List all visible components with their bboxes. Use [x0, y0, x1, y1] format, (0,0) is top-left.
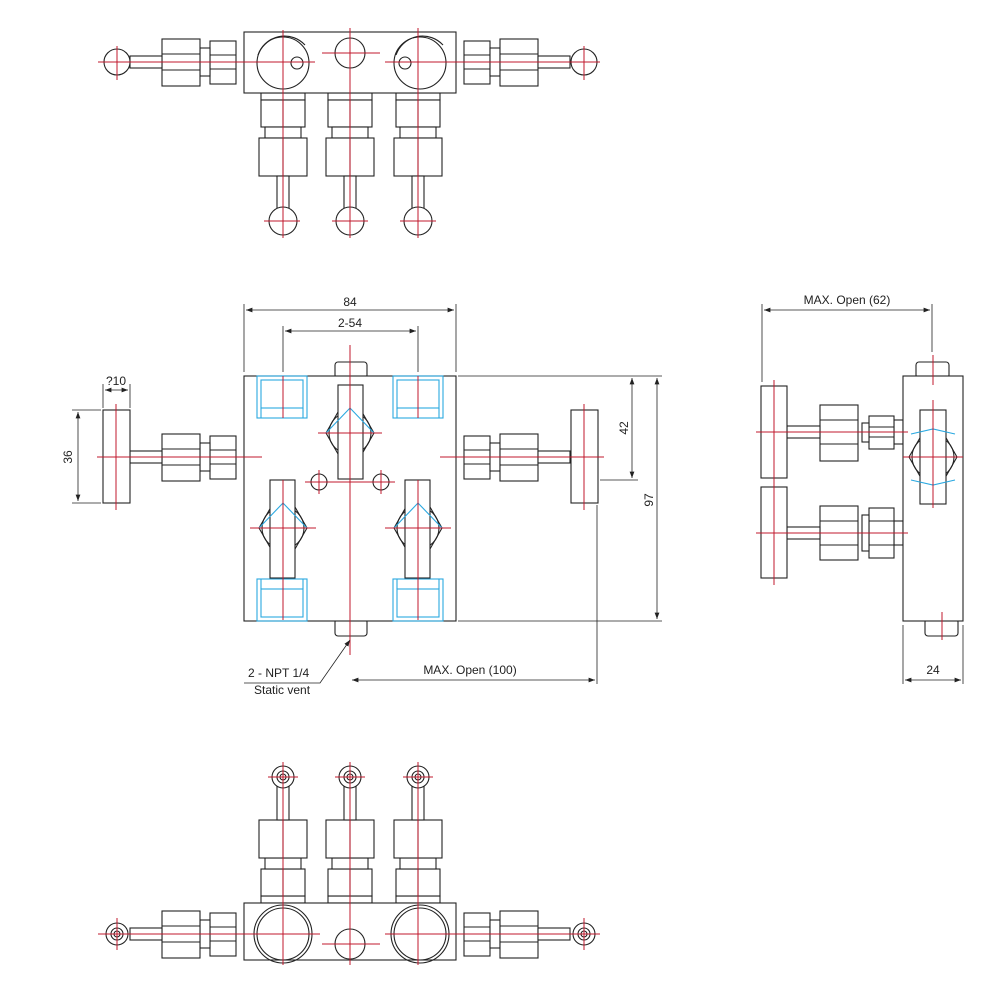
dim-port-spacing: 2-54 — [338, 316, 362, 330]
dim-body-depth: 24 — [926, 663, 940, 677]
dim-handle-height: 36 — [61, 450, 75, 464]
dim-valve-offset: 42 — [617, 421, 631, 435]
dim-max-open-front: MAX. Open (100) — [423, 663, 516, 677]
dim-max-open-side: MAX. Open (62) — [804, 293, 891, 307]
top-view — [98, 28, 600, 238]
bottom-view — [98, 762, 600, 965]
callout-vent-label: Static vent — [254, 683, 311, 697]
dim-overall-width: 84 — [343, 295, 357, 309]
callout-vent-port: 2 - NPT 1/4 — [248, 666, 309, 680]
side-view: MAX. Open (62) 24 — [756, 293, 964, 684]
front-view: 84 2-54 ?10 36 42 97 MAX. Open (100) 2 -… — [61, 295, 662, 697]
dim-handle-diameter: ?10 — [106, 374, 126, 388]
dim-overall-height: 97 — [642, 493, 656, 507]
